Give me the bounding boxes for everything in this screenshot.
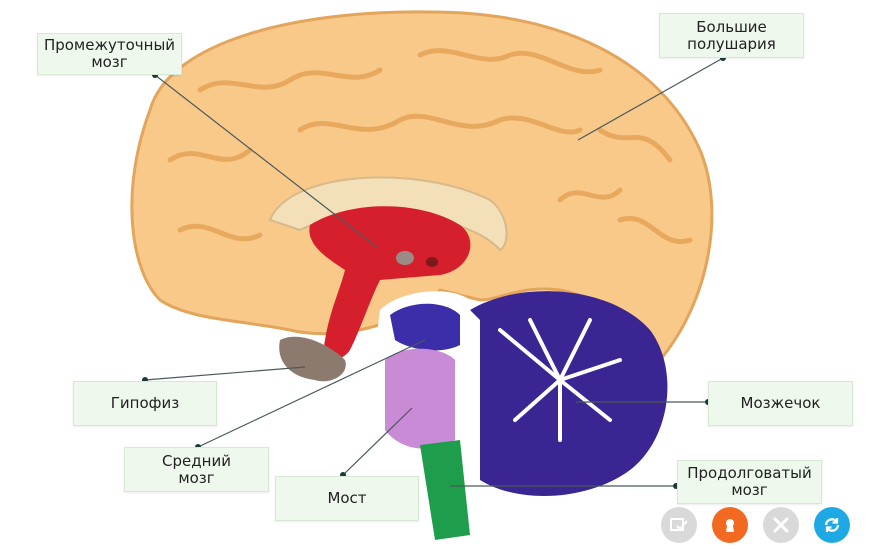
pituitary-shape (279, 336, 346, 382)
label-pons[interactable]: Мост (275, 476, 419, 521)
reset-button[interactable] (814, 507, 850, 543)
close-icon (773, 517, 789, 533)
midbrain-shape (390, 303, 460, 351)
label-midbrain[interactable]: Средний мозг (124, 447, 269, 492)
leader-lines (144, 57, 724, 487)
diencephalon-shape (309, 206, 471, 359)
pineal-dot (426, 257, 438, 267)
label-cerebrum[interactable]: Большие полушария (659, 13, 804, 58)
cerebellum-shape (470, 291, 668, 497)
pons-shape (385, 348, 455, 449)
arbor-vitae (498, 318, 622, 442)
hint-button[interactable] (712, 507, 748, 543)
refresh-icon (824, 518, 840, 532)
label-diencephalon[interactable]: Промежуточный мозг (37, 33, 182, 75)
label-pituitary[interactable]: Гипофиз (73, 381, 217, 426)
clear-button[interactable] (763, 507, 799, 543)
check-button[interactable] (661, 507, 697, 543)
label-medulla[interactable]: Продолговатый мозг (677, 460, 822, 504)
thalamus-dot (396, 251, 414, 265)
cortex-folds (167, 48, 693, 245)
check-icon (670, 518, 688, 531)
medulla-shape (420, 440, 470, 540)
label-cerebellum[interactable]: Мозжечок (708, 381, 853, 426)
keyhole-icon (726, 519, 734, 532)
